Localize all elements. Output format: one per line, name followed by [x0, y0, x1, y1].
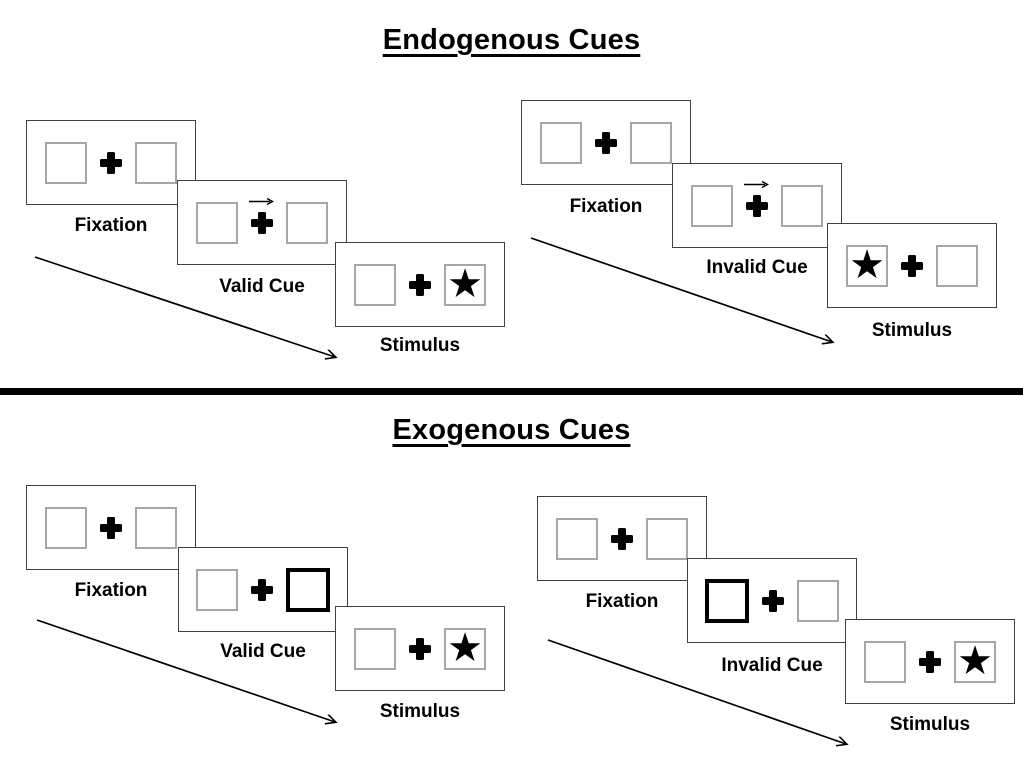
panel-invalid-cue — [672, 163, 842, 248]
star-stimulus-icon: ★ — [447, 624, 483, 671]
cue-box-bold-left — [705, 578, 749, 623]
panel-label: Fixation — [74, 580, 148, 601]
panel-valid-cue — [178, 547, 348, 632]
timeline-arrow — [36, 619, 335, 722]
placeholder-box-right — [286, 201, 328, 244]
panel-invalid-cue — [687, 558, 857, 643]
fixation-cross-icon — [762, 589, 784, 612]
placeholder-box-left — [864, 640, 906, 683]
star-box-right: ★ — [954, 637, 996, 684]
fixation-cross-icon — [595, 131, 617, 154]
placeholder-box-right — [135, 141, 177, 184]
section-title-exogenous: Exogenous Cues — [392, 414, 631, 446]
star-box-left: ★ — [846, 241, 888, 288]
placeholder-box-right — [781, 184, 823, 227]
cue-arrow-right-icon — [249, 197, 274, 205]
panel-label: Stimulus — [889, 714, 971, 735]
panel-stimulus: ★ — [845, 619, 1015, 704]
placeholder-box-right — [797, 579, 839, 622]
fixation-cross-icon — [611, 527, 633, 550]
placeholder-box-left — [691, 184, 733, 227]
star-stimulus-icon: ★ — [849, 241, 885, 288]
placeholder-box-left — [45, 506, 87, 549]
placeholder-box-right — [646, 517, 688, 560]
cue-arrow-right-icon — [744, 180, 769, 188]
section-divider — [0, 388, 1023, 395]
timeline-arrow — [530, 237, 832, 342]
panel-fixation — [537, 496, 707, 581]
fixation-cross-icon — [100, 151, 122, 174]
placeholder-box-left — [556, 517, 598, 560]
panel-label: Invalid Cue — [721, 655, 823, 676]
fixation-cross-icon — [901, 254, 923, 277]
section-title-endogenous: Endogenous Cues — [382, 24, 641, 56]
panel-label: Fixation — [74, 215, 148, 236]
placeholder-box-left — [354, 263, 396, 306]
panel-label: Invalid Cue — [706, 257, 808, 278]
timeline-arrow — [34, 256, 335, 357]
placeholder-box-right — [630, 121, 672, 164]
star-box-right: ★ — [444, 260, 486, 307]
placeholder-box-right — [936, 244, 978, 287]
panel-label: Valid Cue — [219, 276, 305, 297]
panel-label: Stimulus — [379, 701, 461, 722]
fixation-cross-icon — [919, 650, 941, 673]
fixation-cross-icon — [409, 637, 431, 660]
fixation-cross-icon — [249, 197, 274, 234]
placeholder-box-left — [354, 627, 396, 670]
star-box-right: ★ — [444, 624, 486, 671]
panel-label: Valid Cue — [220, 641, 306, 662]
panel-stimulus: ★ — [335, 606, 505, 691]
panel-label: Stimulus — [871, 320, 953, 341]
panel-stimulus: ★ — [827, 223, 997, 308]
fixation-cross-icon — [100, 516, 122, 539]
placeholder-box-left — [45, 141, 87, 184]
panel-label: Fixation — [569, 196, 643, 217]
panel-label: Stimulus — [379, 335, 461, 356]
panel-stimulus: ★ — [335, 242, 505, 327]
star-stimulus-icon: ★ — [957, 637, 993, 684]
panel-fixation — [521, 100, 691, 185]
placeholder-box-left — [540, 121, 582, 164]
fixation-cross-icon — [744, 180, 769, 217]
panel-label: Fixation — [585, 591, 659, 612]
fixation-cross-icon — [409, 273, 431, 296]
placeholder-box-left — [196, 568, 238, 611]
placeholder-box-left — [196, 201, 238, 244]
star-stimulus-icon: ★ — [447, 260, 483, 307]
placeholder-box-right — [135, 506, 177, 549]
cue-box-bold-right — [286, 567, 330, 612]
panel-fixation — [26, 120, 196, 205]
panel-fixation — [26, 485, 196, 570]
panel-valid-cue — [177, 180, 347, 265]
fixation-cross-icon — [251, 578, 273, 601]
